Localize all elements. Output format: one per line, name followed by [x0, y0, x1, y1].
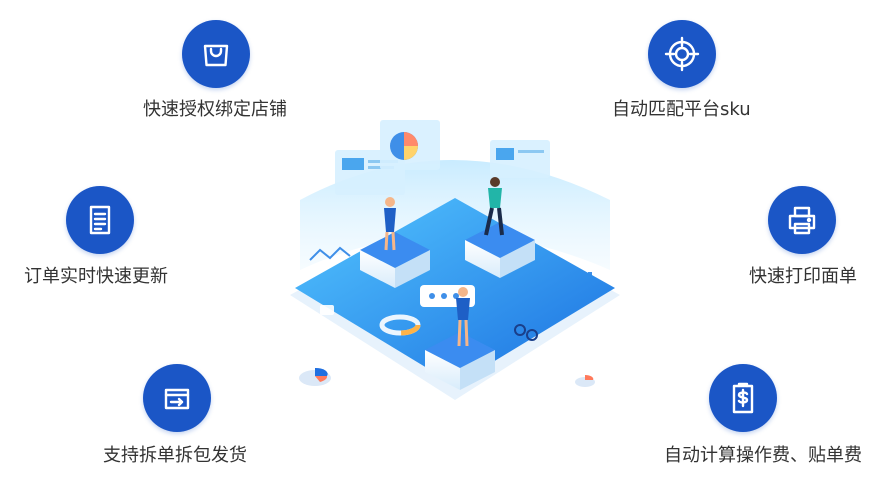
shopping-bag-icon	[182, 20, 250, 88]
feature-label: 快速授权绑定店铺	[143, 99, 287, 120]
isometric-illustration	[280, 110, 630, 410]
pie-chip-left	[299, 367, 331, 386]
person-left	[384, 197, 396, 251]
pedestal-front	[425, 332, 495, 390]
person-front	[456, 287, 470, 347]
person-right	[484, 177, 504, 236]
printer-icon	[768, 186, 836, 254]
target-icon	[648, 20, 716, 88]
feature-label: 支持拆单拆包发货	[103, 445, 247, 466]
pie-chip-right	[575, 374, 595, 387]
dollar-receipt-icon	[709, 364, 777, 432]
feature-label: 快速打印面单	[749, 266, 857, 287]
feature-label: 自动匹配平台sku	[612, 99, 751, 120]
pedestal-right	[465, 222, 535, 278]
pedestal-left	[360, 232, 430, 288]
document-icon	[66, 186, 134, 254]
feature-label: 订单实时快速更新	[24, 266, 168, 287]
feature-label: 自动计算操作费、贴单费	[664, 445, 862, 466]
box-arrow-icon	[143, 364, 211, 432]
